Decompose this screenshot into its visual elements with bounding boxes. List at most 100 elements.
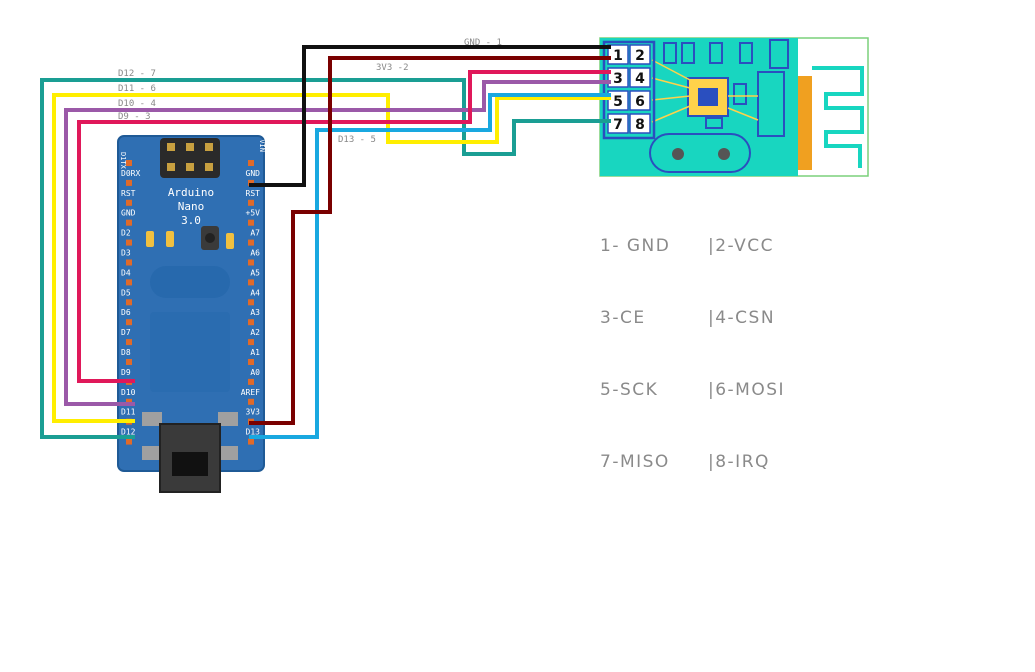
nano-pin-pad-left	[126, 319, 132, 326]
wires	[40, 45, 611, 439]
nano-pin-label-right: A2	[250, 328, 260, 337]
wire-label-gnd: GND - 1	[464, 38, 502, 48]
module-pin-box	[607, 90, 629, 111]
module-pin-box	[629, 44, 651, 65]
nano-pin-label-left: D2	[121, 229, 131, 238]
nano-pin-pad-left	[126, 219, 132, 226]
module-pin-box	[607, 67, 629, 88]
icsp-pins	[167, 143, 213, 171]
oscillator	[150, 266, 230, 298]
reset-button-cap	[205, 233, 215, 243]
nano-pin-label-left: D12	[121, 428, 136, 437]
wire-gnd	[249, 45, 611, 187]
module-pin-number: 8	[635, 117, 645, 133]
module-pin-number: 5	[613, 94, 623, 110]
wire-label-3v3: 3V3 -2	[376, 63, 409, 73]
wire-label-d13: D13 - 5	[338, 135, 376, 145]
nano-pin-pad-right	[248, 359, 254, 365]
wire-d13	[249, 93, 611, 439]
pinout-5: 5-SCK	[600, 380, 659, 400]
led-3	[226, 233, 234, 249]
nano-pin-label-right: A0	[250, 368, 260, 377]
wire-d9	[77, 70, 611, 383]
module-pin-number: 4	[635, 71, 645, 87]
nano-pin-pad-left	[126, 339, 132, 346]
nano-pin-label-right: RST	[246, 189, 261, 198]
wire-labels: GND - 1 3V3 -2 D12 - 7 D11 - 6 D10 - 4 D…	[118, 38, 502, 145]
led-1	[146, 231, 154, 247]
nano-pin-label-right: A7	[250, 229, 260, 238]
nano-pin-label-right: D13	[246, 428, 261, 437]
nano-pin-label-right: GND	[246, 169, 261, 178]
pinout-3: 3-CE	[600, 308, 646, 328]
led-2	[166, 231, 174, 247]
pinout-2: |2-VCC	[708, 236, 775, 256]
nano-pin-label-right: A5	[250, 268, 260, 277]
board-name: Arduino	[168, 186, 214, 199]
nano-pin-pad-right	[248, 259, 254, 266]
nano-pin-pad-right	[248, 179, 254, 186]
nano-pin-label-right: A6	[250, 249, 260, 258]
nano-pin-pad-right	[248, 239, 254, 246]
wire-d12	[40, 78, 611, 439]
antenna-feed	[798, 76, 812, 170]
board-model: Nano	[178, 200, 205, 213]
nano-pin-pad-right	[248, 279, 254, 286]
nano-pin-pad-left	[126, 179, 132, 186]
pin-header-frame	[602, 40, 656, 140]
module-pin-number: 2	[635, 48, 645, 64]
crystal-oval	[649, 133, 751, 173]
nano-pin-pad-right	[248, 339, 254, 346]
usb-pad-br	[218, 446, 238, 460]
module-pin-number: 7	[613, 117, 623, 133]
nano-pin-label-left: GND	[121, 209, 136, 218]
rf-chip-core	[698, 88, 718, 106]
nano-pin-label-right: AREF	[241, 388, 260, 397]
module-pin-box	[607, 44, 629, 65]
pinout-7: 7-MISO	[600, 452, 670, 472]
usb-pad-left	[142, 412, 162, 426]
nano-pin-label-left: D8	[121, 348, 131, 357]
nano-pin-pad-left	[126, 398, 132, 405]
nano-pin-pad-left	[126, 359, 132, 365]
wire-label-d10: D10 - 4	[118, 99, 156, 109]
nano-pin-label-left: D6	[121, 308, 131, 317]
pcb-antenna	[812, 66, 864, 168]
nano-pin-label-left: RST	[121, 189, 136, 198]
nano-pin-label-left: D3	[121, 249, 131, 258]
module-pin-box	[629, 113, 651, 134]
microcontroller-chip	[150, 312, 230, 392]
pinout-legend-left: 1- GND 3-CE 5-SCK 7-MISO	[600, 186, 670, 498]
nano-pin-label-left: D9	[121, 368, 131, 377]
nano-pin-label-left: D4	[121, 268, 131, 277]
nano-pin-pad-left	[126, 160, 132, 166]
nano-pin-pad-right	[248, 438, 254, 445]
nano-pin-pad-right	[248, 319, 254, 326]
module-pin-box	[629, 67, 651, 88]
wire-3v3	[249, 56, 611, 425]
pinout-6: |6-MOSI	[708, 380, 786, 400]
nano-pin-label-right: A1	[250, 348, 260, 357]
usb-pad-right	[218, 412, 238, 426]
nano-pin-label-left: D5	[121, 288, 131, 297]
module-pin-number: 3	[613, 71, 623, 87]
wire-label-d12: D12 - 7	[118, 69, 156, 79]
nano-pin-pad-left	[126, 438, 132, 445]
crystal-pad-1	[672, 148, 684, 160]
nano-pin-pad-left	[126, 279, 132, 286]
crystal-pad-2	[718, 148, 730, 160]
pinout-legend-right: |2-VCC |4-CSN |6-MOSI |8-IRQ	[708, 186, 785, 498]
nano-pin-pad-left	[126, 199, 132, 206]
wire-d11	[52, 93, 611, 423]
nano-pin-label-right: A4	[250, 288, 260, 297]
nano-pin-pad-right	[248, 299, 254, 306]
nano-pin-pad-right	[248, 378, 254, 385]
nano-pin-pad-right	[248, 160, 254, 166]
nano-pin-label-left: D7	[121, 328, 131, 337]
nano-pin-label-left: D0RX	[121, 169, 140, 178]
wire-d10	[64, 80, 611, 406]
